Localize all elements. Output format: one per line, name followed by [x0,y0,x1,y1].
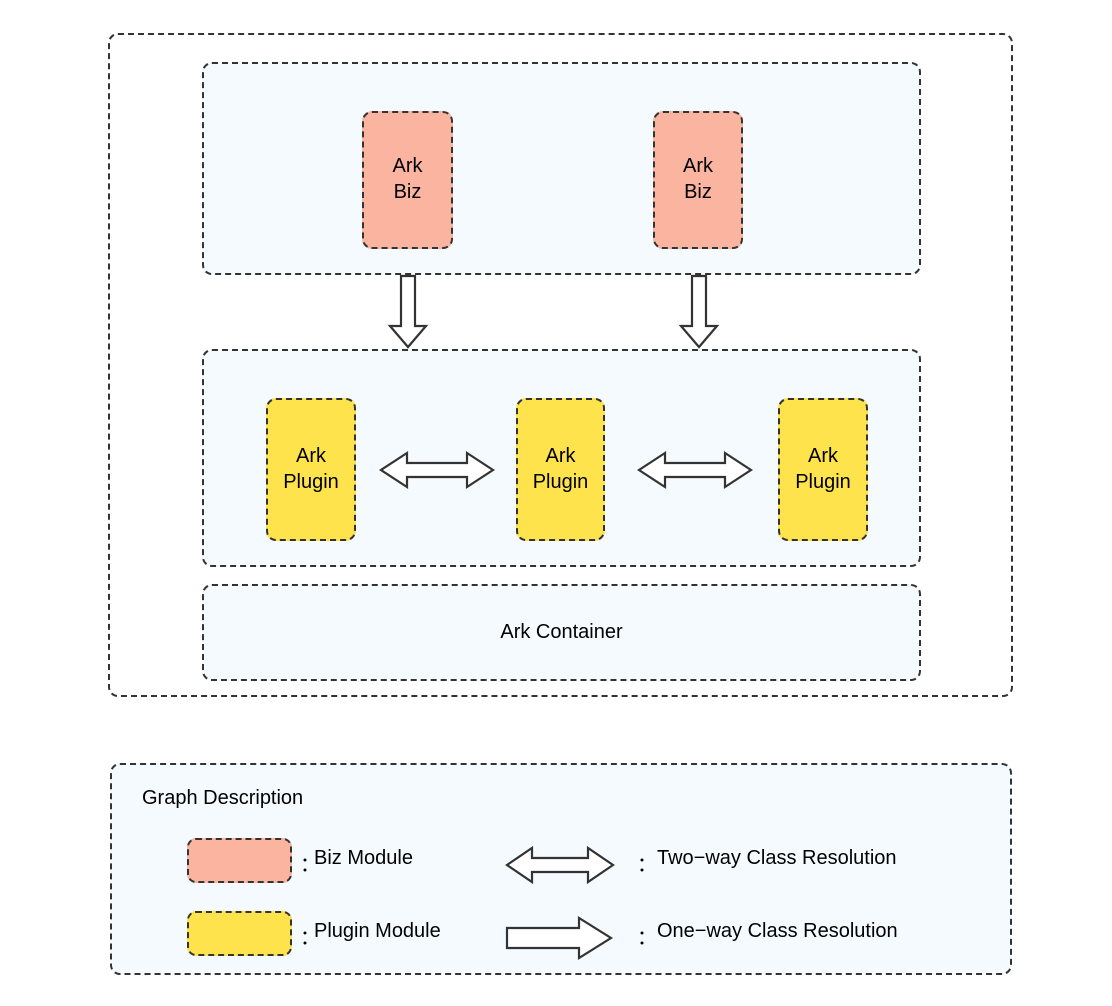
ark-container-panel: Ark Container [202,584,921,681]
one-way-arrow-down-icon-2 [677,274,721,349]
ark-plugin-module-1-line1: Ark [296,444,326,467]
legend-swatch-plugin-icon [187,911,292,956]
ark-plugin-module-2-line2: Plugin [532,470,589,493]
ark-biz-module-2[interactable]: Ark Biz [653,111,743,249]
legend-swatch-biz-icon [187,838,292,883]
ark-biz-module-1-line2: Biz [393,181,422,203]
ark-biz-module-2-line2: Biz [684,181,712,203]
legend-two-way-arrow-icon [505,843,615,887]
legend-colon-right-2: ： [637,927,657,949]
legend-row-biz: ： Biz Module ： Two−way Class Resolution [112,835,1010,895]
legend-one-way-arrow-icon [505,916,614,960]
legend-colon-left-1: ： [300,854,320,876]
ark-plugin-module-2-line1: Ark [545,444,576,467]
ark-plugin-module-1[interactable]: Ark Plugin [266,398,356,541]
legend-description-one-way: One−way Class Resolution [657,920,898,942]
ark-biz-module-1-line1: Ark [392,155,423,178]
legend-title: Graph Description [142,787,304,809]
legend-row-plugin: ： Plugin Module ： One−way Class Resoluti… [112,908,1010,968]
one-way-arrow-down-icon-1 [386,274,430,349]
ark-plugin-module-3[interactable]: Ark Plugin [778,398,868,541]
ark-plugin-module-1-line2: Plugin [283,470,339,493]
ark-biz-module-2-line1: Ark [683,155,713,178]
ark-plugin-module-2[interactable]: Ark Plugin [516,398,605,541]
ark-biz-module-1[interactable]: Ark Biz [362,111,453,249]
ark-container-label: Ark Container [500,621,623,643]
legend-colon-right-1: ： [637,854,657,876]
two-way-arrow-icon-1 [378,447,496,493]
legend-description-two-way: Two−way Class Resolution [657,847,897,869]
legend-label-plugin: Plugin Module [314,920,441,942]
legend-panel: Graph Description ： Biz Module ： Two−way… [110,763,1012,975]
legend-label-biz: Biz Module [314,847,413,869]
two-way-arrow-icon-2 [636,447,754,493]
ark-plugin-module-3-line1: Ark [808,444,838,467]
ark-plugin-module-3-line2: Plugin [795,470,851,493]
biz-layer-panel [202,62,921,275]
legend-colon-left-2: ： [300,927,320,949]
